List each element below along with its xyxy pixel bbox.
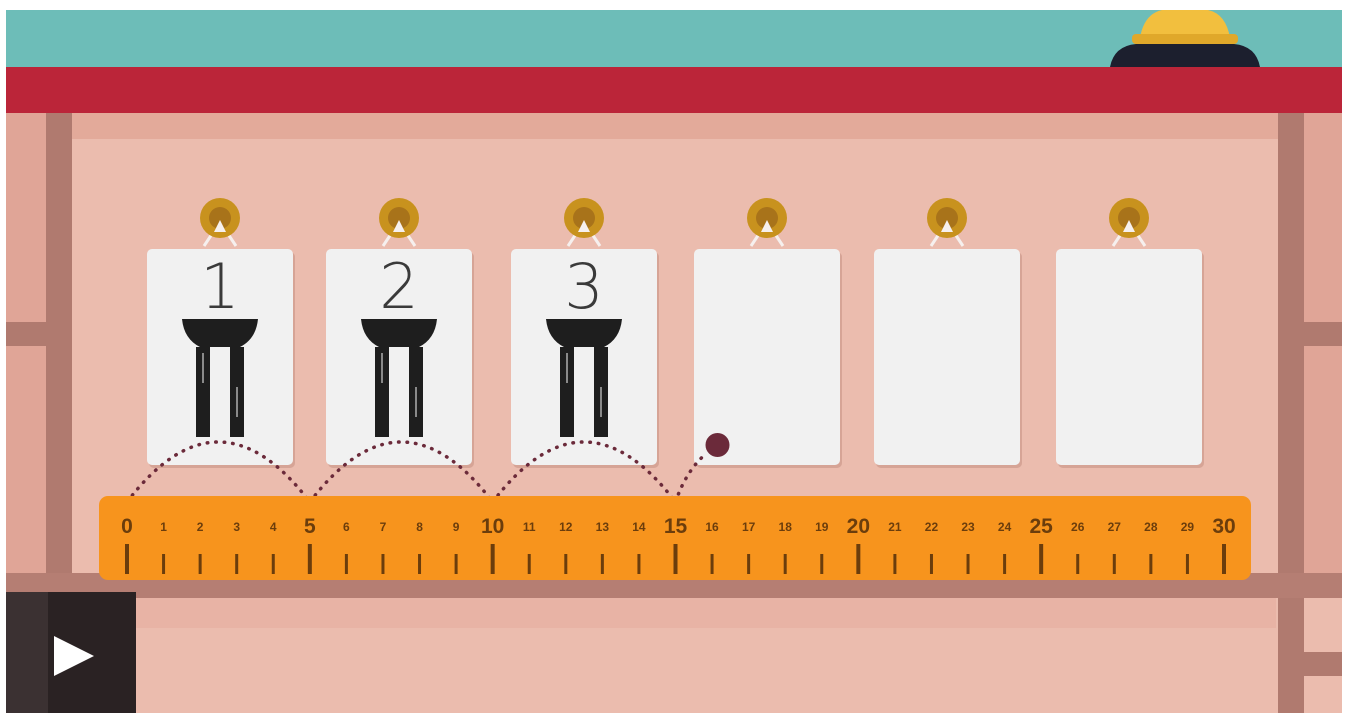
ruler-tick (491, 544, 495, 574)
ruler-label: 2 (197, 520, 204, 534)
ruler-tick (601, 554, 604, 574)
bouncing-dot (706, 433, 730, 457)
ruler-tick (162, 554, 165, 574)
ruler-tick (747, 554, 750, 574)
ruler-tick (199, 554, 202, 574)
ruler-label: 20 (847, 515, 870, 538)
jump-arc (493, 442, 676, 502)
ruler-label: 28 (1144, 520, 1158, 534)
ruler-tick (235, 554, 238, 574)
ruler-tick (1149, 554, 1152, 574)
ruler-label: 26 (1071, 520, 1085, 534)
ruler-tick (1186, 554, 1189, 574)
ruler-tick (381, 554, 384, 574)
play-button[interactable] (6, 592, 136, 713)
ruler-label: 30 (1212, 515, 1235, 538)
ruler-label: 10 (481, 515, 504, 538)
ruler-tick (1113, 554, 1116, 574)
ruler-label: 24 (998, 520, 1012, 534)
ruler-label: 23 (961, 520, 975, 534)
jump-arcs (6, 10, 1342, 713)
ruler-label: 5 (304, 515, 316, 538)
ruler-tick (345, 554, 348, 574)
ruler-label: 8 (416, 520, 423, 534)
ruler-label: 29 (1181, 520, 1195, 534)
ruler-label: 19 (815, 520, 829, 534)
play-button-strip (6, 592, 48, 713)
ruler-tick (784, 554, 787, 574)
ruler-label: 4 (270, 520, 277, 534)
ruler-label: 15 (664, 515, 688, 538)
ruler-label: 16 (705, 520, 719, 534)
ruler-label: 21 (888, 520, 902, 534)
ruler-tick (455, 554, 458, 574)
ruler-label: 6 (343, 520, 350, 534)
ruler-tick (1039, 544, 1043, 574)
ruler-tick (637, 554, 640, 574)
ruler-tick (418, 554, 421, 574)
ruler-tick (1076, 554, 1079, 574)
ruler-label: 13 (596, 520, 610, 534)
ruler-label: 12 (559, 520, 573, 534)
ruler-label: 7 (380, 520, 387, 534)
ruler-label: 11 (523, 520, 536, 534)
ruler-tick (125, 544, 129, 574)
ruler-tick (272, 554, 275, 574)
ruler-tick (856, 544, 860, 574)
ruler-tick (820, 554, 823, 574)
play-icon (50, 634, 96, 678)
ruler-tick (711, 554, 714, 574)
ruler-tick (1222, 544, 1226, 574)
jump-arc (310, 442, 493, 502)
ruler-label: 17 (742, 520, 756, 534)
ruler-tick (930, 554, 933, 574)
ruler-label: 14 (632, 520, 646, 534)
ruler-label: 18 (779, 520, 793, 534)
ruler-label: 1 (160, 520, 167, 534)
ruler-label: 0 (121, 515, 133, 538)
ruler-tick (564, 554, 567, 574)
ruler-tick (967, 554, 970, 574)
ruler-tick (893, 554, 896, 574)
ruler-tick (674, 544, 678, 574)
jump-arc (127, 442, 310, 502)
ruler-tick (528, 554, 531, 574)
ruler-label: 27 (1108, 520, 1122, 534)
ruler-tick (308, 544, 312, 574)
ruler-label: 22 (925, 520, 939, 534)
jump-trail (676, 454, 706, 502)
ruler-label: 25 (1029, 515, 1053, 538)
ruler-tick (1003, 554, 1006, 574)
ruler-label: 3 (233, 520, 240, 534)
ruler-label: 9 (453, 520, 460, 534)
